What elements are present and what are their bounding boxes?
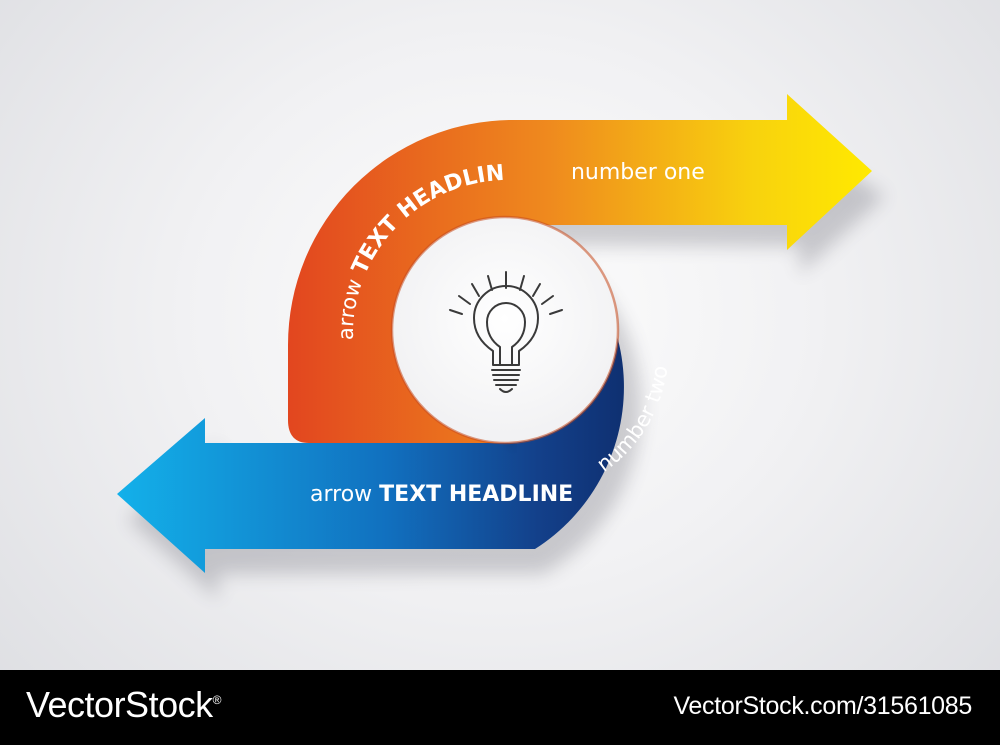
cycle-arrows-diagram: arrow TEXT HEADLINE number one arrow TEX… (117, 94, 885, 599)
arrow-one-suffix: number one (564, 160, 705, 185)
vectorstock-logo: VectorStock® (26, 684, 221, 726)
registered-mark: ® (212, 693, 222, 707)
image-id: VectorStock.com/31561085 (673, 692, 972, 720)
arrow-two-shape (117, 225, 624, 573)
center-circle (390, 215, 620, 445)
lightbulb-icon (449, 271, 563, 393)
arrow-two-prefix: arrow (310, 482, 379, 507)
arrow-two-headline: TEXT HEADLINE (379, 482, 573, 507)
watermark-footer: VectorStock® VectorStock.com/31561085 (0, 670, 1000, 745)
arrow-two-label: arrow TEXT HEADLINE (310, 482, 573, 507)
brand-name: VectorStock (26, 684, 213, 725)
